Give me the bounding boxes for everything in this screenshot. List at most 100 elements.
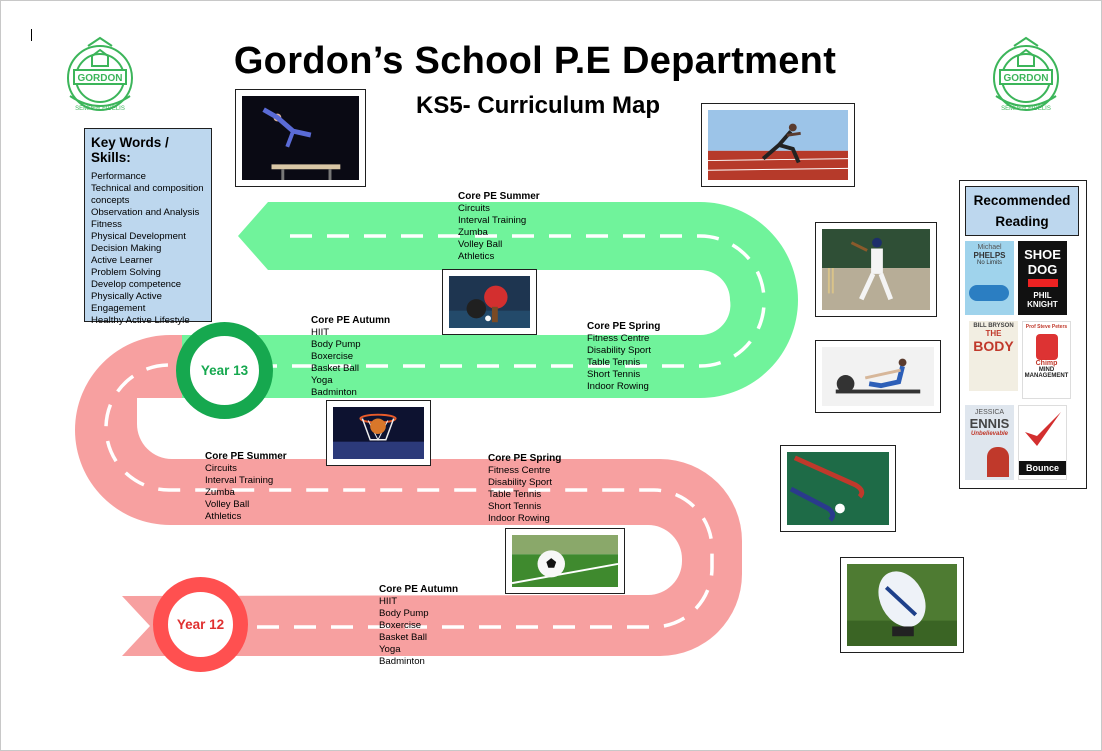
activity-item: Boxercise (379, 620, 422, 631)
swoosh-icon (1028, 279, 1058, 287)
key-word-item: Performance (91, 171, 146, 182)
chimp-jar-icon (1035, 334, 1058, 360)
book-cover-jessica-ennis: JESSICA ENNIS Unbelievable (965, 405, 1014, 480)
recommended-reading-panel: Recommended Reading Michael PHELPS No Li… (959, 180, 1087, 489)
y13-summer-heading: Core PE Summer (458, 191, 540, 202)
book-line: Unbelievable (970, 431, 1008, 437)
book-cover-bounce: Bounce (1018, 405, 1067, 480)
book-line: DOG (1027, 262, 1058, 277)
activity-item: Body Pump (311, 339, 361, 350)
book-line: JESSICA (974, 409, 1005, 416)
activity-item: Table Tennis (488, 489, 542, 500)
text-cursor (31, 29, 32, 41)
activity-item: Fitness Centre (587, 333, 650, 344)
key-word-item: Technical and composition (91, 183, 204, 194)
gymnastics-photo (235, 89, 366, 187)
activity-item: Interval Training (458, 215, 527, 226)
school-crest-logo-right: GORDON SEMPER FIDELIS (993, 36, 1059, 112)
rugby-photo (840, 557, 964, 653)
key-words-panel: Key Words / Skills: Performance Technica… (84, 128, 212, 326)
school-crest-logo-left: GORDON SEMPER FIDELIS (67, 36, 133, 112)
activity-item: Indoor Rowing (587, 381, 649, 392)
y13-spring-block: Core PE Spring Fitness Centre Disability… (587, 321, 660, 393)
y12-spring-block: Core PE Spring Fitness Centre Disability… (488, 453, 561, 525)
book-line: BILL BRYSON (973, 323, 1014, 329)
activity-item: Yoga (311, 375, 333, 386)
svg-text:GORDON: GORDON (78, 73, 123, 84)
activity-item: HIIT (311, 327, 330, 338)
y12-autumn-heading: Core PE Autumn (379, 584, 459, 595)
key-word-item: Engagement (91, 303, 146, 314)
y13-spring-heading: Core PE Spring (587, 321, 661, 332)
activity-item: Interval Training (205, 475, 274, 486)
key-word-item: Physically Active (91, 291, 162, 302)
book-line: BODY (973, 338, 1014, 354)
book-line: PHIL KNIGHT (1027, 291, 1058, 309)
recommended-reading-title: Recommended Reading (965, 186, 1079, 236)
book-line: Michael (977, 244, 1002, 251)
svg-text:SEMPER FIDELIS: SEMPER FIDELIS (1001, 106, 1051, 112)
y13-autumn-heading: Core PE Autumn (311, 315, 391, 326)
y12-autumn-block: Core PE Autumn HIIT Body Pump Boxercise … (379, 584, 458, 668)
year-13-marker: Year 13 (176, 322, 273, 419)
lower-road (75, 335, 742, 656)
activity-item: Fitness Centre (488, 465, 551, 476)
key-word-item: concepts (91, 195, 130, 206)
activity-item: Athletics (458, 251, 495, 262)
activity-item: HIIT (379, 596, 398, 607)
key-word-item: Fitness (91, 219, 122, 230)
book-line: Prof Steve Peters (1025, 324, 1068, 330)
activity-item: Volley Ball (458, 239, 503, 250)
book-line: MIND MANAGEMENT (1024, 367, 1069, 379)
book-line: THE (985, 329, 1002, 338)
key-word-item: Decision Making (91, 243, 162, 254)
y12-summer-heading: Core PE Summer (205, 451, 287, 462)
key-word-item: Develop competence (91, 279, 182, 290)
y12-spring-heading: Core PE Spring (488, 453, 562, 464)
key-words-title: Key Words / Skills: (91, 135, 169, 165)
activity-item: Disability Sport (488, 477, 552, 488)
book-line: Chimp (1035, 360, 1058, 367)
activity-item: Indoor Rowing (488, 513, 550, 524)
activity-item: Short Tennis (587, 369, 641, 380)
football-photo (505, 528, 625, 594)
activity-item: Circuits (458, 203, 490, 214)
activity-item: Badminton (311, 387, 357, 398)
activity-item: Zumba (458, 227, 488, 238)
y12-summer-block: Core PE Summer Circuits Interval Trainin… (205, 451, 287, 523)
activity-item: Volley Ball (205, 499, 250, 510)
activity-item: Body Pump (379, 608, 429, 619)
book-line: No Limits (976, 260, 1002, 266)
activity-item: Basket Ball (379, 632, 427, 643)
cricket-photo (815, 222, 937, 317)
book-cover-shoe-dog: SHOE DOG PHIL KNIGHT (1018, 241, 1067, 315)
page-title: Gordon’s School P.E Department (233, 40, 837, 82)
book-line: ENNIS (969, 416, 1010, 431)
basketball-photo (326, 400, 431, 466)
activity-item: Boxercise (311, 351, 354, 362)
book-cover-phelps: Michael PHELPS No Limits (965, 241, 1014, 315)
activity-item: Athletics (205, 511, 242, 522)
y13-autumn-block: Core PE Autumn HIIT Body Pump Boxercise … (311, 315, 390, 399)
book-line: SHOE (1024, 247, 1061, 262)
key-word-item: Observation and Analysis (91, 207, 200, 218)
activity-item: Yoga (379, 644, 401, 655)
sprinter-photo (701, 103, 855, 187)
year-12-marker: Year 12 (153, 577, 248, 672)
svg-text:GORDON: GORDON (1004, 73, 1049, 84)
activity-item: Zumba (205, 487, 235, 498)
activity-item: Short Tennis (488, 501, 542, 512)
page-subtitle: KS5- Curriculum Map (415, 92, 661, 119)
y13-summer-block: Core PE Summer Circuits Interval Trainin… (458, 191, 540, 263)
activity-item: Basket Ball (311, 363, 359, 374)
key-word-item: Physical Development (91, 231, 186, 242)
book-line: PHELPS (973, 251, 1006, 260)
table-tennis-photo (442, 269, 537, 335)
book-line: Bounce (1019, 461, 1066, 475)
hockey-photo (780, 445, 896, 532)
key-word-item: Active Learner (91, 255, 153, 266)
svg-text:SEMPER FIDELIS: SEMPER FIDELIS (75, 106, 125, 112)
check-mark-icon (1025, 412, 1061, 446)
key-word-item: Healthy Active Lifestyle (91, 315, 190, 326)
